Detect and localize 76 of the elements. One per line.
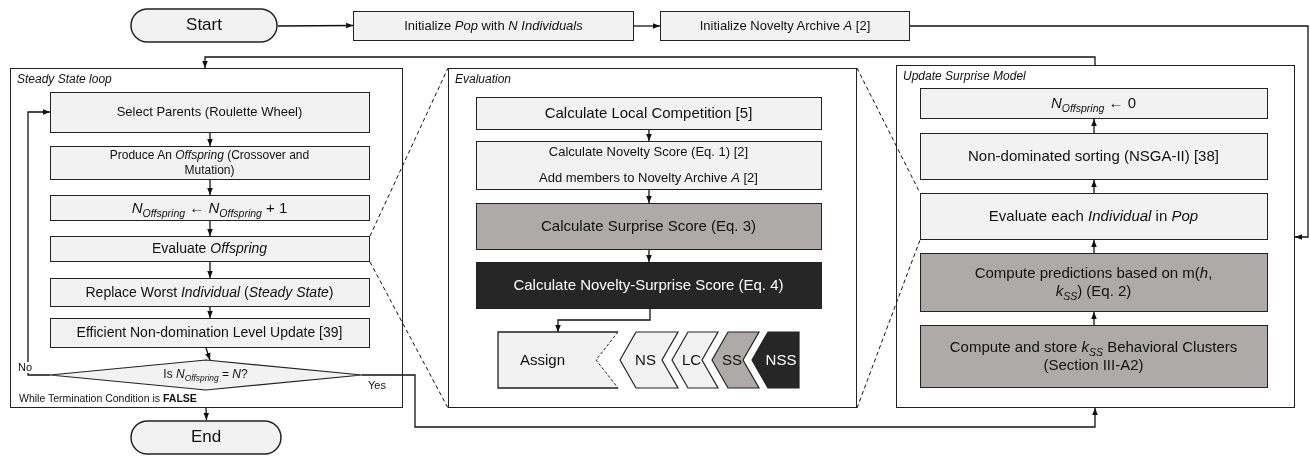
box-label: Non-dominated sorting (NSGA-II) [38] bbox=[968, 147, 1219, 165]
box-label: NSS bbox=[765, 350, 797, 369]
box-label: Evaluate Offspring bbox=[151, 240, 268, 257]
box-label: SS bbox=[722, 350, 742, 369]
box-label: Assign bbox=[520, 350, 565, 369]
frame-heading: Evaluation bbox=[455, 72, 512, 86]
box-label: Initialize Pop with N Individuals bbox=[404, 18, 583, 34]
process-box bbox=[475, 202, 822, 250]
process-box bbox=[919, 132, 1268, 180]
group-frame bbox=[10, 68, 403, 408]
process-box bbox=[919, 87, 1268, 119]
zoom-guide-line bbox=[369, 67, 449, 237]
box-label: Compute predictions based on m(h, k$_{SS}$) (Eq. 2) bbox=[973, 264, 1214, 300]
process-box bbox=[49, 145, 370, 180]
box-label: N$_{Offspring}$ ← 0 bbox=[1050, 94, 1137, 112]
arrow bbox=[909, 25, 1309, 240]
process-box bbox=[475, 140, 822, 190]
box-label: NS bbox=[635, 350, 656, 369]
arrow bbox=[203, 407, 209, 421]
process-box bbox=[660, 11, 910, 41]
box-label: Evaluate each Individual in Pop bbox=[988, 207, 1199, 225]
process-box bbox=[49, 91, 370, 133]
frame-heading: Steady State loop bbox=[17, 72, 112, 86]
box-label: N$_{Offspring}$ ← N$_{Offspring}$ + 1 bbox=[131, 198, 288, 217]
process-box bbox=[919, 252, 1268, 312]
zoom-guide-line bbox=[369, 261, 449, 409]
arrow bbox=[646, 129, 652, 142]
arrow bbox=[555, 308, 651, 333]
arrow bbox=[277, 22, 354, 29]
arrow bbox=[207, 179, 213, 196]
group-frame bbox=[896, 65, 1295, 408]
edge-label: Yes bbox=[368, 380, 386, 391]
process-box bbox=[475, 96, 822, 130]
arrow bbox=[207, 220, 213, 237]
box-label: Is N$_{Offspring}$ = N? bbox=[163, 367, 248, 382]
box-label: Produce An Offspring (Crossover and Mutation) bbox=[108, 148, 311, 177]
group-frame bbox=[448, 68, 857, 408]
box-label: Select Parents (Roulette Wheel) bbox=[116, 104, 303, 120]
arrow bbox=[646, 189, 652, 204]
box-label: Compute and store k$_{SS}$ Behavioral Clusters (Section III-A2) bbox=[948, 338, 1239, 374]
arrow bbox=[27, 109, 51, 376]
process-box bbox=[919, 324, 1268, 388]
process-box bbox=[49, 317, 370, 348]
process-box bbox=[919, 192, 1268, 240]
arrow bbox=[1091, 311, 1097, 326]
frame-heading: Update Surprise Model bbox=[903, 69, 1026, 83]
process-box bbox=[353, 11, 634, 41]
zoom-guide-line bbox=[856, 239, 921, 409]
box-label: Replace Worst Individual (Steady State) bbox=[85, 283, 334, 301]
box-label: Initialize Novelty Archive A [2] bbox=[699, 18, 871, 34]
arrow bbox=[202, 56, 1096, 69]
edge-label: No bbox=[18, 362, 33, 373]
box-label: Calculate Surprise Score (Eq. 3) bbox=[540, 217, 757, 235]
arrow bbox=[361, 374, 1098, 428]
box-label: Calculate Local Competition [5] bbox=[544, 104, 753, 122]
arrow bbox=[207, 132, 213, 147]
process-box bbox=[49, 194, 370, 221]
arrow bbox=[646, 249, 652, 263]
arrow bbox=[1091, 179, 1097, 194]
box-label: Calculate Novelty-Surprise Score (Eq. 4) bbox=[513, 276, 784, 294]
arrow bbox=[207, 261, 213, 279]
arrow bbox=[207, 306, 213, 319]
box-label: Start bbox=[186, 15, 222, 36]
arrow bbox=[633, 23, 661, 29]
arrow bbox=[205, 347, 211, 361]
box-label: Efficient Non-domination Level Update [39] bbox=[76, 324, 343, 341]
process-box bbox=[475, 261, 822, 309]
box-label: Calculate Novelty Score (Eq. 1) [2] bbox=[548, 144, 749, 160]
arrow bbox=[1091, 239, 1097, 254]
arrow bbox=[1091, 118, 1097, 134]
process-box bbox=[49, 235, 370, 262]
process-box bbox=[49, 277, 370, 307]
box-label: LC bbox=[681, 350, 702, 369]
frame-note: While Termination Condition is FALSE bbox=[19, 392, 197, 404]
box-label: End bbox=[190, 427, 222, 448]
box-label: Add members to Novelty Archive A [2] bbox=[539, 170, 758, 186]
